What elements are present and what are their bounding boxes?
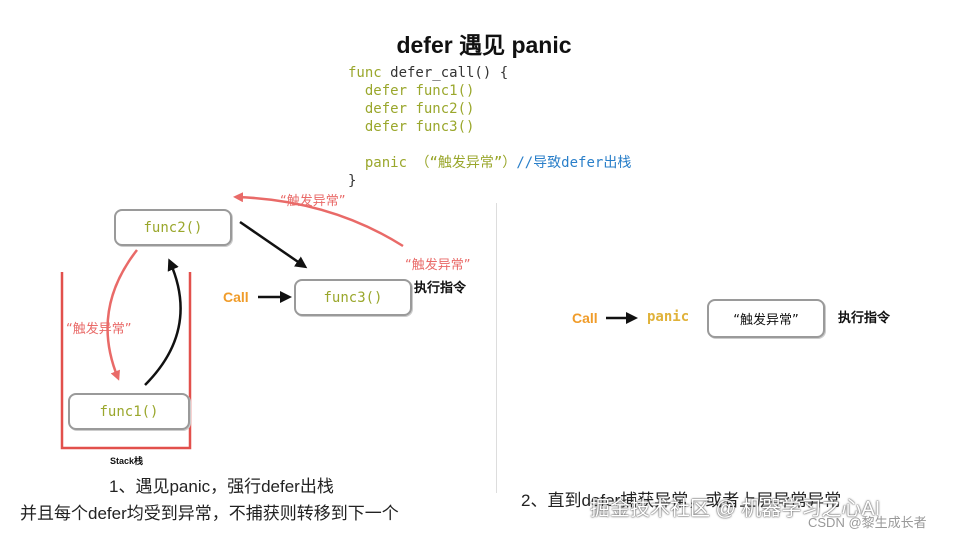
code-defer-call-1: func1() bbox=[415, 83, 475, 99]
func3-box: func3() bbox=[294, 279, 412, 316]
stack-container bbox=[60, 272, 192, 450]
panic-arrow-to-func1 bbox=[106, 249, 138, 381]
arrow-func1-to-func2 bbox=[144, 258, 182, 386]
panic-box-right: “触发异常” bbox=[707, 299, 825, 338]
divider bbox=[496, 203, 497, 493]
code-defer-keyword-3: defer bbox=[364, 119, 408, 135]
title: defer 遇见 panic bbox=[396, 32, 572, 58]
caption-left-line1: 1、遇见panic，强行defer出栈 bbox=[109, 477, 334, 496]
call-label-left: Call bbox=[223, 289, 249, 305]
func2-box: func2() bbox=[114, 209, 232, 246]
code-panic-arg: （“触发异常”） bbox=[415, 155, 517, 171]
exec-label-right: 执行指令 bbox=[838, 311, 891, 326]
code-func-keyword: func bbox=[348, 65, 382, 81]
code-defer-call-3: func3() bbox=[415, 119, 475, 135]
panic-label-right: “触发异常” bbox=[405, 258, 471, 273]
panic-keyword-right: panic bbox=[647, 309, 690, 325]
code-block: func defer_call() { defer func1() defer … bbox=[348, 64, 631, 190]
exec-label-left: 执行指令 bbox=[414, 281, 467, 296]
func1-box: func1() bbox=[68, 393, 190, 430]
watermark-main: 掘金技术社区 @ 机器学习之心AI bbox=[590, 498, 881, 520]
code-defer-keyword-2: defer bbox=[364, 101, 408, 117]
code-defer-call-2: func2() bbox=[415, 101, 475, 117]
code-panic-keyword: panic bbox=[364, 155, 408, 171]
watermark-small: CSDN @黎生成长者 bbox=[808, 515, 927, 530]
panic-label-top: “触发异常” bbox=[280, 194, 346, 209]
code-defer-keyword-1: defer bbox=[364, 83, 408, 99]
caption-left-line2: 并且每个defer均受到异常，不捕获则转移到下一个 bbox=[20, 504, 399, 523]
code-panic-comment: //导致defer出栈 bbox=[516, 155, 632, 171]
panic-arrow-to-func2 bbox=[233, 192, 404, 248]
panic-label-left: “触发异常” bbox=[66, 322, 132, 337]
stack-label: Stack栈 bbox=[110, 456, 144, 466]
call-label-right: Call bbox=[572, 310, 598, 326]
code-func-signature: defer_call() { bbox=[381, 65, 509, 81]
code-closing-brace: } bbox=[348, 173, 357, 189]
arrow-func2-to-func3 bbox=[239, 220, 308, 269]
caption-right: 2、直到defer捕获异常，或者上层异常异常 bbox=[521, 491, 842, 510]
